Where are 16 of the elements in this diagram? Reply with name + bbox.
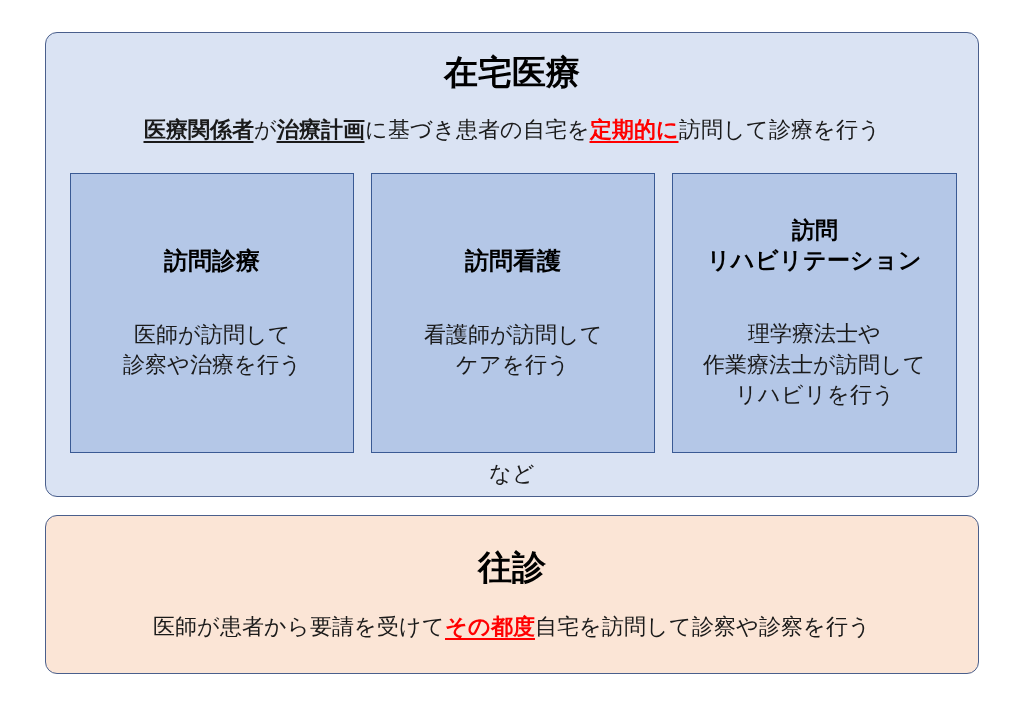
card-title: 訪問診療 [164, 245, 260, 276]
category-panel [45, 515, 979, 674]
card-description: 看護師が訪問してケアを行う [422, 320, 604, 379]
card-description: 理学療法士や作業療法士が訪問してリハビリを行う [702, 320, 927, 410]
service-card [371, 173, 655, 453]
description-text: 医師が患者から要請を受けてその都度自宅を訪問して診察や診察を行う [153, 613, 871, 641]
card-description: 医師が訪問して診察や治療を行う [121, 320, 303, 379]
service-card [70, 173, 354, 453]
service-card [672, 173, 957, 453]
card-title: 訪問リハビリテーション [706, 216, 923, 276]
panel-title: 在宅医療 [444, 52, 580, 93]
note-text: など [489, 460, 535, 488]
card-title: 訪問看護 [465, 245, 561, 276]
description-text: 医療関係者が治療計画に基づき患者の自宅を定期的に訪問して診療を行う [143, 116, 881, 144]
panel-title: 往診 [478, 547, 546, 588]
category-panel [45, 32, 979, 497]
